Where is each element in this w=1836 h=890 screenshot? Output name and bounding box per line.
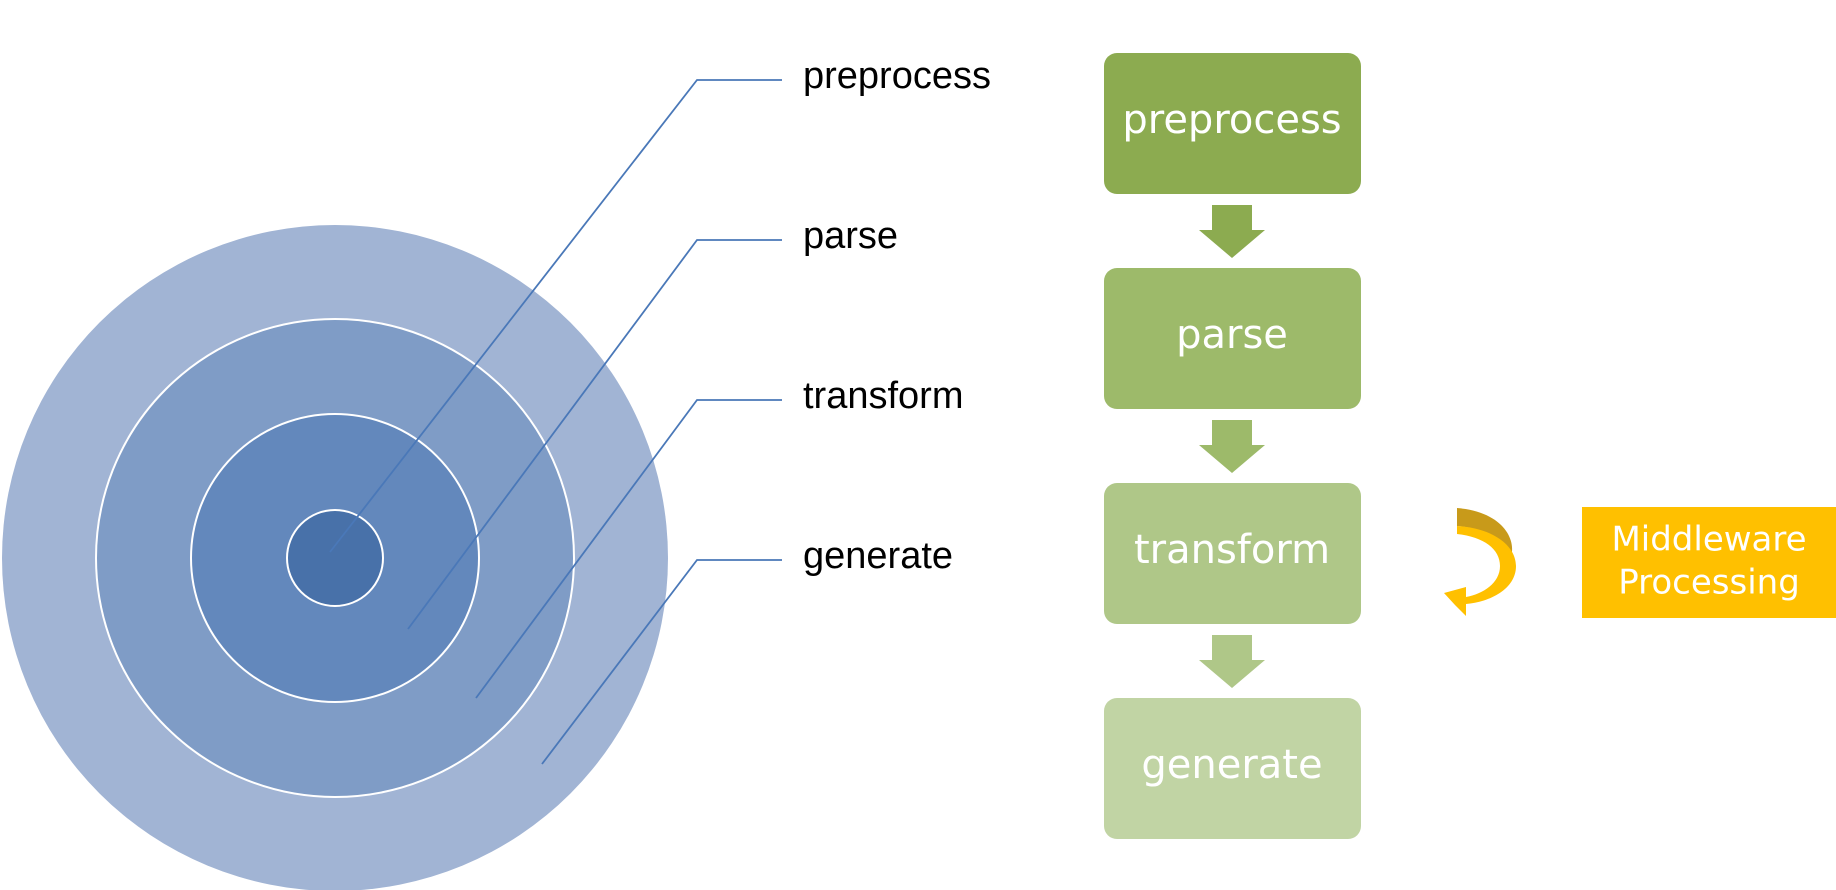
step-preprocess-box	[1104, 53, 1361, 194]
layer-rings	[2, 225, 668, 890]
step-parse: parse	[1104, 268, 1361, 409]
step-parse-label: parse	[1176, 312, 1288, 358]
leader-line-parse	[407, 239, 782, 630]
step-generate-box	[1104, 698, 1361, 839]
layer-labels: preprocess parse transform generate	[803, 55, 991, 577]
layer-label-parse: parse	[803, 215, 898, 257]
down-arrow-icon	[1199, 635, 1265, 688]
step-generate: generate	[1104, 698, 1361, 839]
flow-steps: preprocess parse transform generate	[1104, 53, 1361, 839]
loop-arrow-front	[1444, 526, 1516, 616]
leader-line-transform	[475, 399, 782, 699]
layer-label-generate: generate	[803, 535, 953, 577]
step-preprocess-label: preprocess	[1122, 97, 1341, 143]
step-preprocess: preprocess	[1104, 53, 1361, 194]
down-arrow-icon	[1199, 420, 1265, 473]
step-generate-label: generate	[1141, 742, 1322, 788]
step-transform-label: transform	[1134, 527, 1330, 573]
leader-line-preprocess	[329, 79, 782, 553]
leader-lines	[329, 79, 782, 765]
step-transform: transform	[1104, 483, 1361, 624]
layer-label-preprocess: preprocess	[803, 55, 991, 97]
middleware-label-line1: Middleware	[1611, 520, 1806, 560]
middleware-box: Middleware Processing	[1582, 507, 1836, 618]
middleware-label-line2: Processing	[1618, 563, 1800, 603]
down-arrow-icon	[1199, 205, 1265, 258]
step-transform-box	[1104, 483, 1361, 624]
ring-preprocess	[286, 509, 384, 607]
middleware-box-bg	[1582, 507, 1836, 618]
curved-loop-arrow-icon	[1444, 508, 1516, 616]
layer-label-transform: transform	[803, 375, 963, 417]
leader-line-generate	[541, 559, 782, 765]
loop-arrow-back	[1457, 508, 1513, 560]
step-parse-box	[1104, 268, 1361, 409]
